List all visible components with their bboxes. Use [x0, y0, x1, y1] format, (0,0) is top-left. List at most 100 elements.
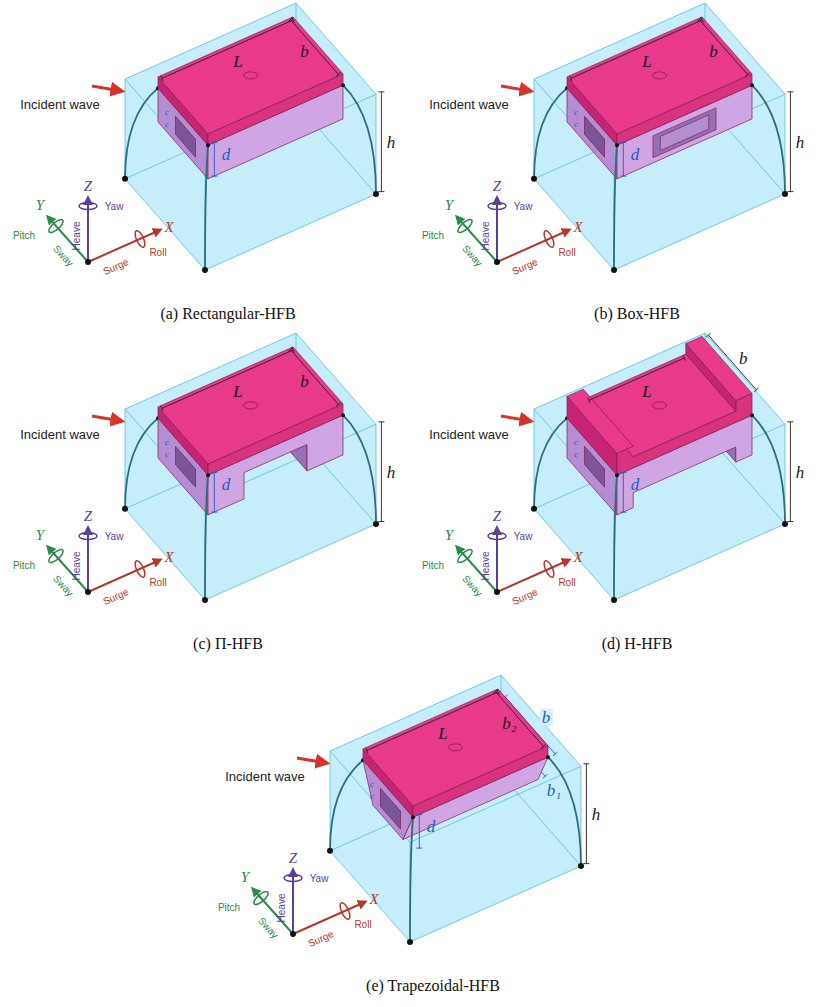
axis-label: X	[164, 550, 173, 565]
figure-caption: (a) Rectangular-HFB	[160, 306, 295, 322]
motion-label: Pitch	[13, 561, 35, 571]
motion-label: Heave	[72, 222, 82, 251]
wave-label: Incident wave	[429, 428, 509, 441]
dimension-line	[419, 814, 420, 848]
rotation-ring	[456, 547, 474, 564]
wave-arrow	[92, 86, 121, 91]
mooring-line	[343, 415, 376, 524]
dimension-line	[381, 422, 382, 522]
axis-label: X	[164, 220, 173, 235]
rotation-ring	[338, 901, 352, 920]
rotation-ring	[252, 889, 270, 906]
axis-label: Y	[445, 528, 453, 543]
dimension-label: c	[574, 449, 578, 458]
anchor-point	[122, 176, 128, 182]
motion-label: Roll	[558, 578, 575, 588]
dimension-tick	[211, 512, 217, 513]
rotation-ring	[79, 203, 97, 210]
deck-mark	[449, 744, 463, 751]
dimension-tick	[553, 752, 558, 756]
rail-top	[567, 389, 633, 453]
axis-label: X	[573, 550, 582, 565]
dimension-tick	[787, 191, 793, 192]
motion-label: Yaw	[105, 532, 124, 542]
water-edge	[205, 194, 376, 270]
dimension-line	[571, 20, 702, 78]
side-opening	[585, 446, 605, 487]
fairlead-point	[546, 755, 550, 759]
water-face	[125, 333, 376, 500]
dimension-line	[623, 472, 624, 512]
rotation-ring	[542, 229, 556, 248]
dimension-tick	[288, 348, 293, 352]
figure-caption: (b) Box-HFB	[594, 306, 680, 322]
dimension-tick	[211, 142, 217, 143]
motion-label: Heave	[277, 894, 287, 923]
dimension-tick	[697, 18, 702, 22]
axis-label: Y	[241, 870, 249, 885]
motion-label: Heave	[481, 552, 491, 581]
dimension-label: b₁	[547, 782, 561, 799]
dimension-line	[495, 692, 543, 747]
mooring-line	[752, 415, 785, 524]
side-opening	[381, 788, 401, 829]
dimension-label: h	[796, 134, 805, 151]
dimension-tick	[336, 72, 341, 76]
dimension-line	[586, 764, 587, 864]
dimension-tick	[416, 848, 422, 849]
mooring-line	[548, 757, 581, 866]
dimension-label: b	[540, 709, 553, 726]
dimension-tick	[754, 388, 759, 392]
motion-label: Yaw	[310, 874, 329, 884]
motion-label: Pitch	[13, 231, 35, 241]
anchor-point	[611, 267, 617, 273]
breakwater-panel	[47, 333, 384, 603]
dimension-tick	[620, 142, 626, 143]
dimension-line	[162, 20, 293, 78]
wave-arrow	[501, 416, 530, 421]
axis-arrow	[496, 198, 498, 262]
mooring-line	[205, 475, 208, 600]
rotation-ring	[488, 533, 506, 540]
deck-mark	[244, 72, 258, 79]
dimension-label: h	[387, 464, 396, 481]
axis-origin	[290, 931, 296, 937]
dimension-tick	[787, 421, 793, 422]
dimension-tick	[378, 521, 384, 522]
dimension-tick	[583, 863, 589, 864]
motion-label: Roll	[354, 920, 371, 930]
rotation-ring	[79, 533, 97, 540]
anchor-point	[578, 863, 584, 869]
mooring-line	[534, 418, 567, 509]
axis-origin	[85, 259, 91, 265]
water-edge	[410, 866, 581, 942]
motion-label: Roll	[149, 248, 166, 258]
dimension-label: b	[709, 43, 718, 60]
dimension-tick	[161, 76, 163, 81]
mooring-line	[330, 760, 363, 851]
axis-arrow	[87, 528, 89, 592]
deck	[363, 689, 548, 806]
deck-mark	[244, 402, 258, 409]
dimension-label: d	[427, 818, 436, 835]
breakwater-panel	[47, 3, 384, 273]
dimension-label: b	[739, 349, 748, 366]
figure-caption: (d) H-HFB	[602, 636, 673, 652]
dimension-label: L	[233, 383, 242, 400]
axis-label: X	[573, 220, 582, 235]
deck	[158, 17, 343, 134]
water-edge	[534, 509, 614, 600]
dimension-label: c	[574, 119, 578, 128]
dimension-tick	[588, 398, 590, 403]
dimension-label: c	[370, 779, 374, 788]
wave-label: Incident wave	[429, 98, 509, 111]
axis-label: Z	[493, 509, 501, 524]
dimension-tick	[336, 402, 341, 406]
water-edge	[125, 509, 205, 600]
dimension-label: b₂	[502, 715, 516, 732]
motion-label: Roll	[149, 578, 166, 588]
dimension-label: h	[796, 464, 805, 481]
anchor-point	[373, 521, 379, 527]
